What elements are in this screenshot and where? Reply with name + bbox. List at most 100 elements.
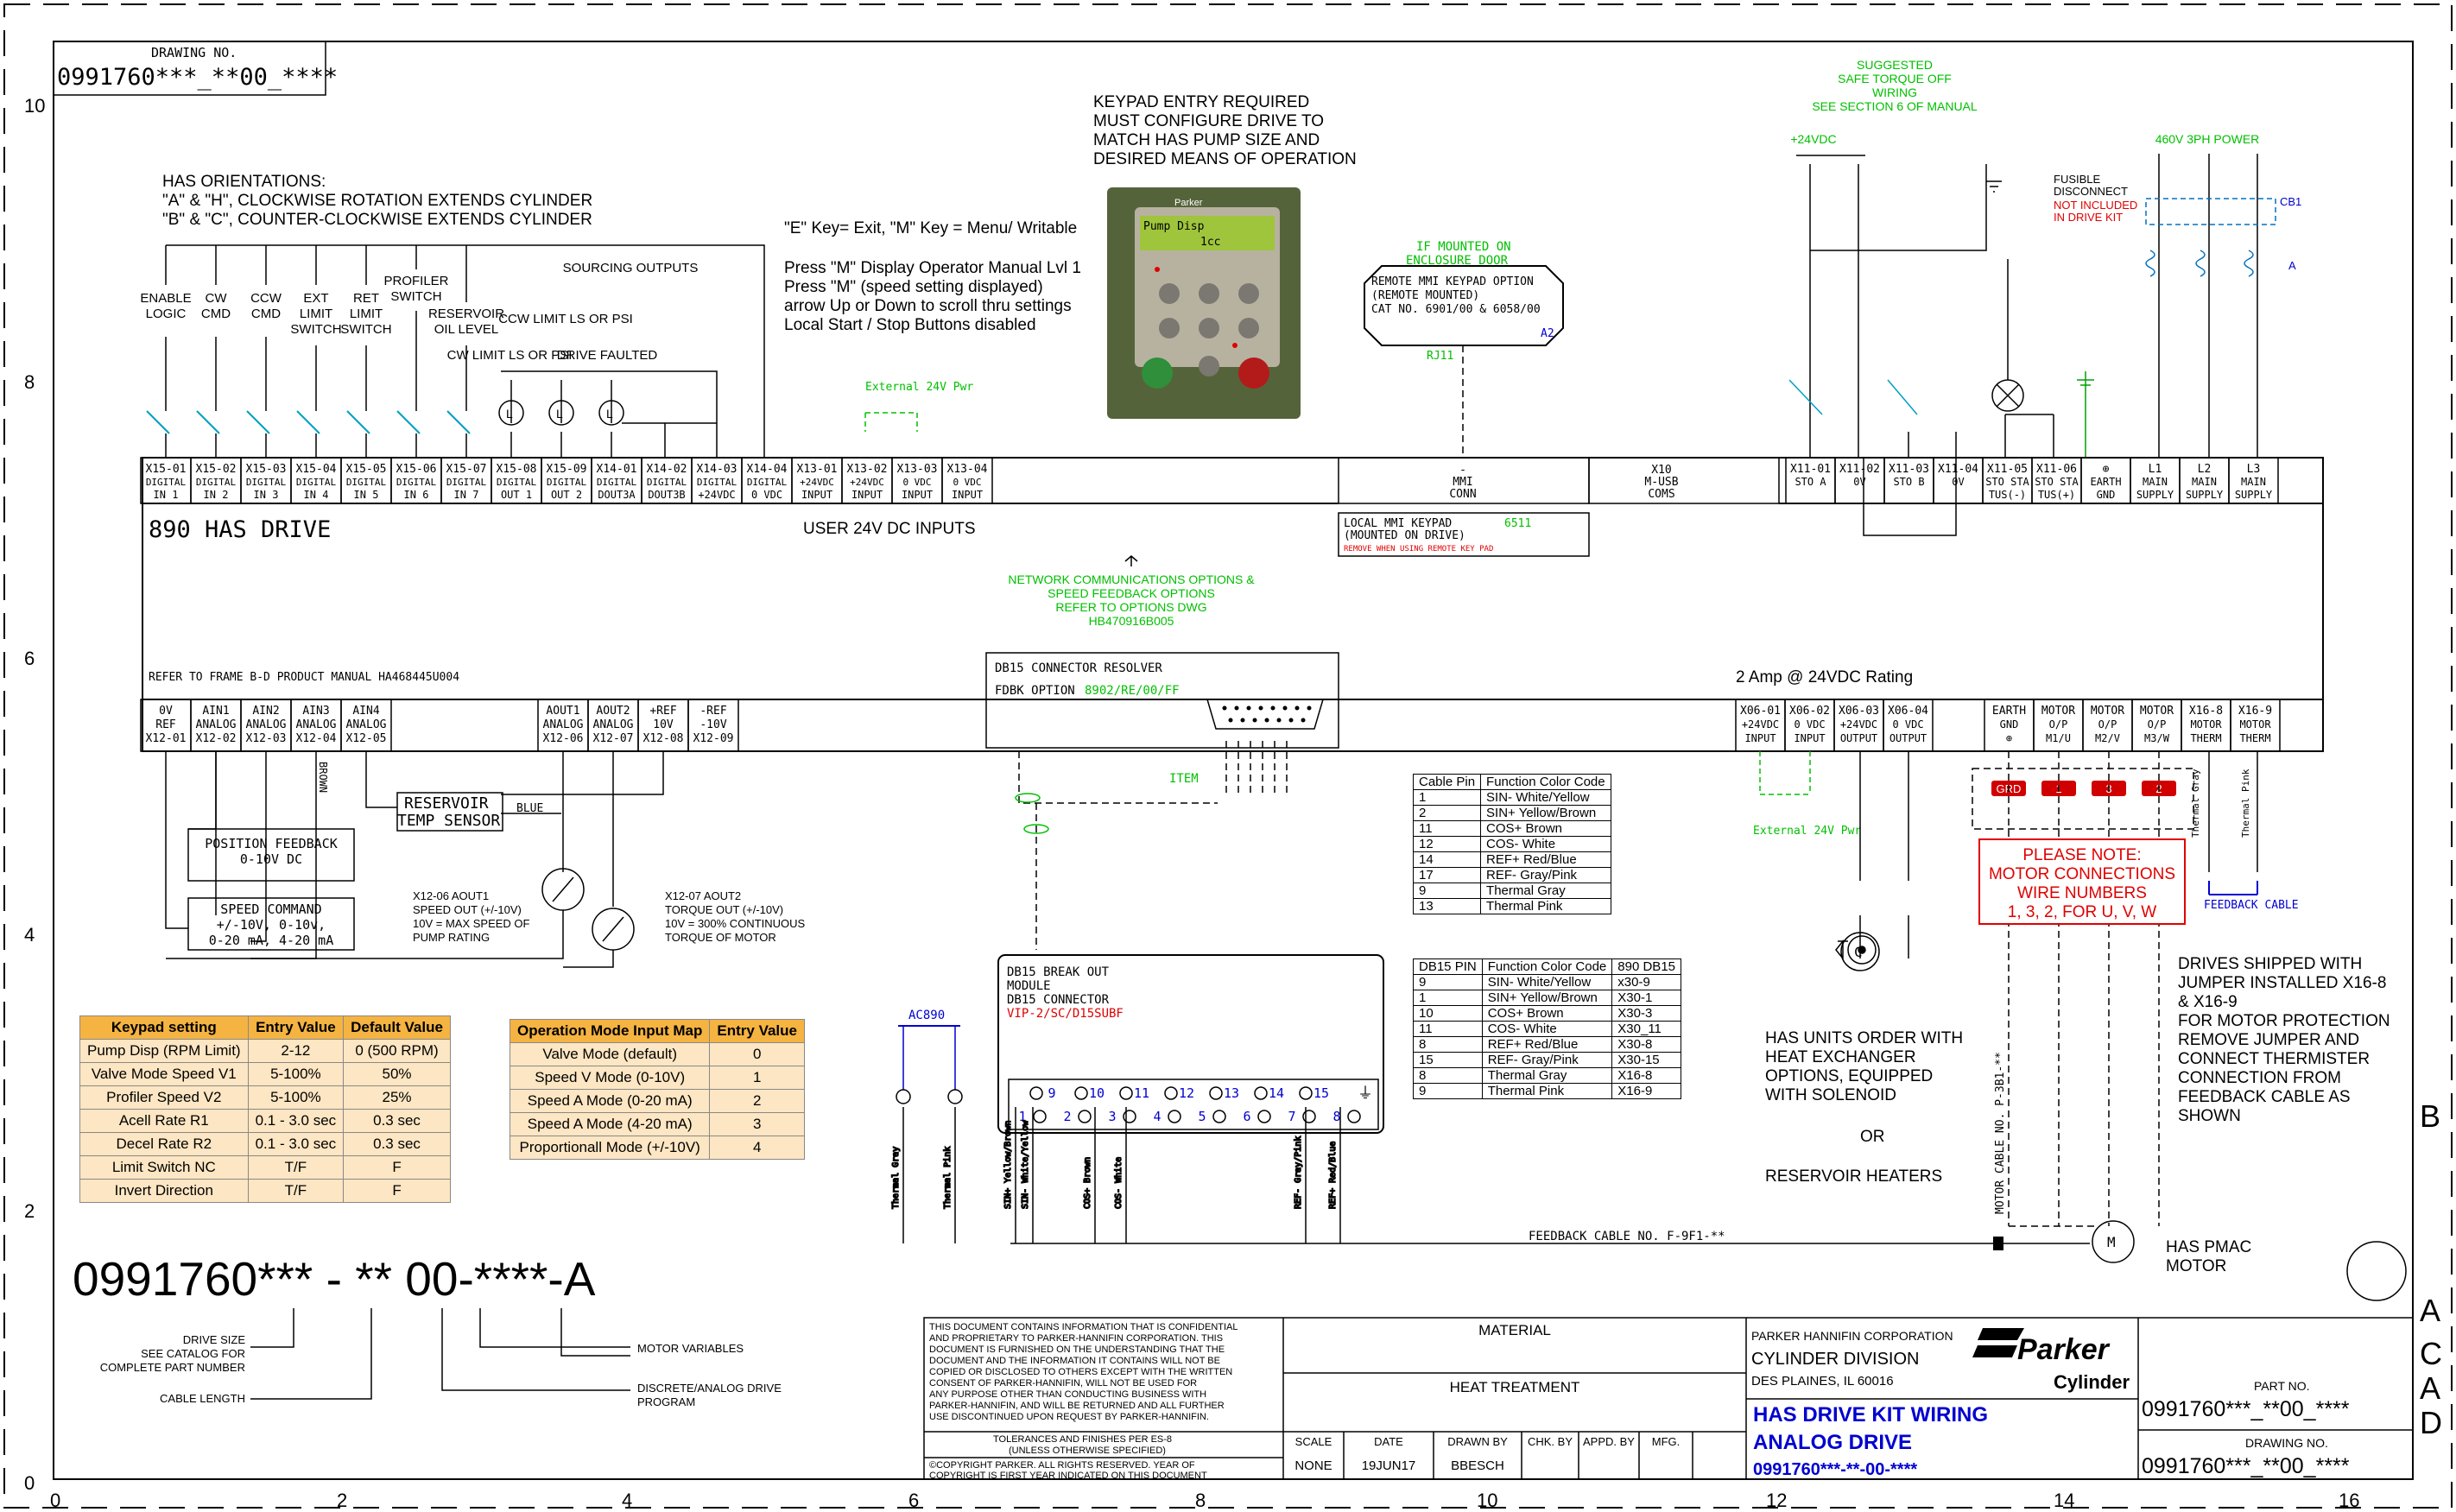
terminal-line: AIN4: [352, 705, 379, 718]
terminal-line: 10V: [653, 718, 674, 731]
digital-input-switches: [146, 410, 471, 434]
grid-label: A: [2420, 1293, 2440, 1328]
table-cell: X30-8: [1611, 1036, 1681, 1053]
city-name: DES PLAINES, IL 60016: [1751, 1374, 1894, 1389]
heat-exchanger-or: OR: [1860, 1128, 1885, 1146]
table-cell: 10: [1413, 1005, 1483, 1022]
terminal-line: DIGITAL: [296, 477, 337, 488]
breakout-pin-label: 4: [1153, 1109, 1161, 1124]
table-cell: 0.3 sec: [343, 1132, 451, 1156]
aout2-line: TORQUE OUT (+/-10V): [665, 903, 783, 916]
wire-label: REF- Gray/Pink: [1294, 1136, 1303, 1209]
confidential-line: ANY PURPOSE OTHER THAN CONDUCTING BUSINE…: [929, 1389, 1206, 1400]
db15-resolver-box: [985, 652, 1339, 749]
external-24v-label: External 24V Pwr: [865, 381, 973, 394]
breakout-line: MODULE: [1007, 979, 1051, 993]
mmi-conn-line: MMI: [1453, 476, 1472, 489]
usb-line: COMS: [1648, 488, 1674, 501]
terminal-line: ANALOG: [246, 718, 287, 731]
ground-icon: ⏚: [1358, 1085, 1373, 1102]
table-cell: Profiler Speed V2: [79, 1085, 249, 1110]
table-cell: Limit Switch NC: [79, 1155, 249, 1180]
table-cell: 0: [709, 1042, 805, 1066]
material-label: MATERIAL: [1478, 1322, 1551, 1338]
main-supply-wiring: [2145, 154, 2276, 458]
terminal-line: +24VDC: [1742, 718, 1779, 731]
sto-wiring: [1788, 155, 2094, 536]
network-line: SPEED FEEDBACK OPTIONS: [1048, 586, 1215, 600]
speed-command-line: +/-10V, 0-10v,: [217, 917, 326, 933]
aout1-line: PUMP RATING: [413, 931, 490, 944]
screw-terminal-icon: [1029, 1086, 1043, 1100]
wire-label: SIN- White/Yellow: [1021, 1120, 1030, 1209]
grid-right: B A C A D: [2420, 1098, 2442, 1440]
motor-icon-letter: M: [2107, 1234, 2116, 1250]
lamp-icon: [598, 400, 624, 426]
table-cell: 8: [1413, 1067, 1483, 1084]
position-feedback-box: [187, 828, 355, 882]
keypad-key: [1159, 283, 1180, 304]
breakout-pin-label: 1: [1018, 1109, 1026, 1124]
table-cell: 0.1 - 3.0 sec: [247, 1132, 345, 1156]
table-cell: 1: [1413, 990, 1483, 1006]
part-number-labels: DRIVE SIZE SEE CATALOG FOR COMPLETE PART…: [100, 1333, 782, 1408]
keypad-entry-line: MUST CONFIGURE DRIVE TO: [1093, 112, 1324, 130]
terminal-line: O/P: [2049, 718, 2068, 731]
terminal-line: ANALOG: [346, 718, 387, 731]
table-cell: REF+ Red/Blue: [1480, 851, 1611, 868]
breakout-pin-label: 7: [1288, 1109, 1295, 1124]
input-label: ENABLE: [140, 291, 191, 306]
terminal-id: X14-04: [747, 463, 788, 476]
terminal-line: -REF: [699, 705, 726, 718]
input-label: CW: [206, 291, 228, 306]
wire-label: COS- White: [1114, 1157, 1124, 1209]
table-cell: REF+ Red/Blue: [1481, 1036, 1613, 1053]
table-cell: 2: [709, 1089, 805, 1113]
terminal-id: X14-01: [597, 463, 637, 476]
db15-pin-dot: [1282, 705, 1288, 711]
please-note: PLEASE NOTE: MOTOR CONNECTIONS WIRE NUMB…: [1989, 846, 2175, 921]
heat-exchanger-line: HAS UNITS ORDER WITH: [1765, 1029, 1963, 1047]
remote-mmi-tag: A2: [1541, 327, 1554, 340]
breakout-pin-label: 12: [1179, 1085, 1194, 1101]
aout2-line: TORQUE OF MOTOR: [665, 931, 776, 944]
remote-mmi-line: REMOTE MMI KEYPAD OPTION: [1371, 275, 1534, 288]
keypad-led: [1232, 343, 1237, 348]
input-label: SWITCH: [290, 322, 341, 337]
speed-command-line: 0-20 mA, 4-20 mA: [209, 933, 334, 948]
motor-tags: GRD 1 3 2: [1991, 781, 2176, 796]
drawing-title-line: HAS DRIVE KIT WIRING: [1753, 1403, 1988, 1427]
aout2-line: 10V = 300% CONTINUOUS: [665, 917, 806, 930]
blue-wire-label: BLUE: [516, 802, 543, 815]
fusible-line: DISCONNECT: [2054, 185, 2128, 198]
jumper-note-line: FEEDBACK CABLE AS: [2178, 1088, 2351, 1106]
remote-mmi-line: CAT NO. 6901/00 & 6058/00: [1371, 303, 1541, 316]
keypad-key: [1199, 283, 1219, 304]
table-cell: COS+ Brown: [1480, 820, 1611, 837]
breakout-pin-label: 5: [1198, 1109, 1206, 1124]
orientations-line: "A" & "H", CLOCKWISE ROTATION EXTENDS CY…: [162, 192, 592, 210]
grid-label: B: [2420, 1098, 2440, 1134]
terminal-id: X14-02: [647, 463, 687, 476]
copyright-line: ©COPYRIGHT PARKER. ALL RIGHTS RESERVED. …: [929, 1460, 1195, 1471]
press-note: arrow Up or Down to scroll thru settings: [784, 297, 1072, 315]
screw-terminal-icon: [1209, 1086, 1223, 1100]
table-header: Operation Mode Input Map: [509, 1019, 711, 1043]
table-row: Speed A Mode (4-20 mA)3: [509, 1112, 805, 1136]
confidential-line: COPIED OR DISCLOSED TO OTHERS EXCEPT WIT…: [929, 1367, 1232, 1377]
cw-limit-label: CW LIMIT LS OR PSI: [447, 348, 573, 363]
screw-terminal-icon: [1164, 1086, 1178, 1100]
grid-label: C: [2420, 1336, 2442, 1371]
table-cell: 1: [1412, 789, 1482, 806]
db15-pin-dot: [1228, 718, 1233, 723]
reservoir-sensor-line: RESERVOIR: [404, 794, 489, 813]
heat-exchanger-line: RESERVOIR HEATERS: [1765, 1167, 1942, 1186]
terminal-line: SUPPLY: [2186, 489, 2224, 501]
